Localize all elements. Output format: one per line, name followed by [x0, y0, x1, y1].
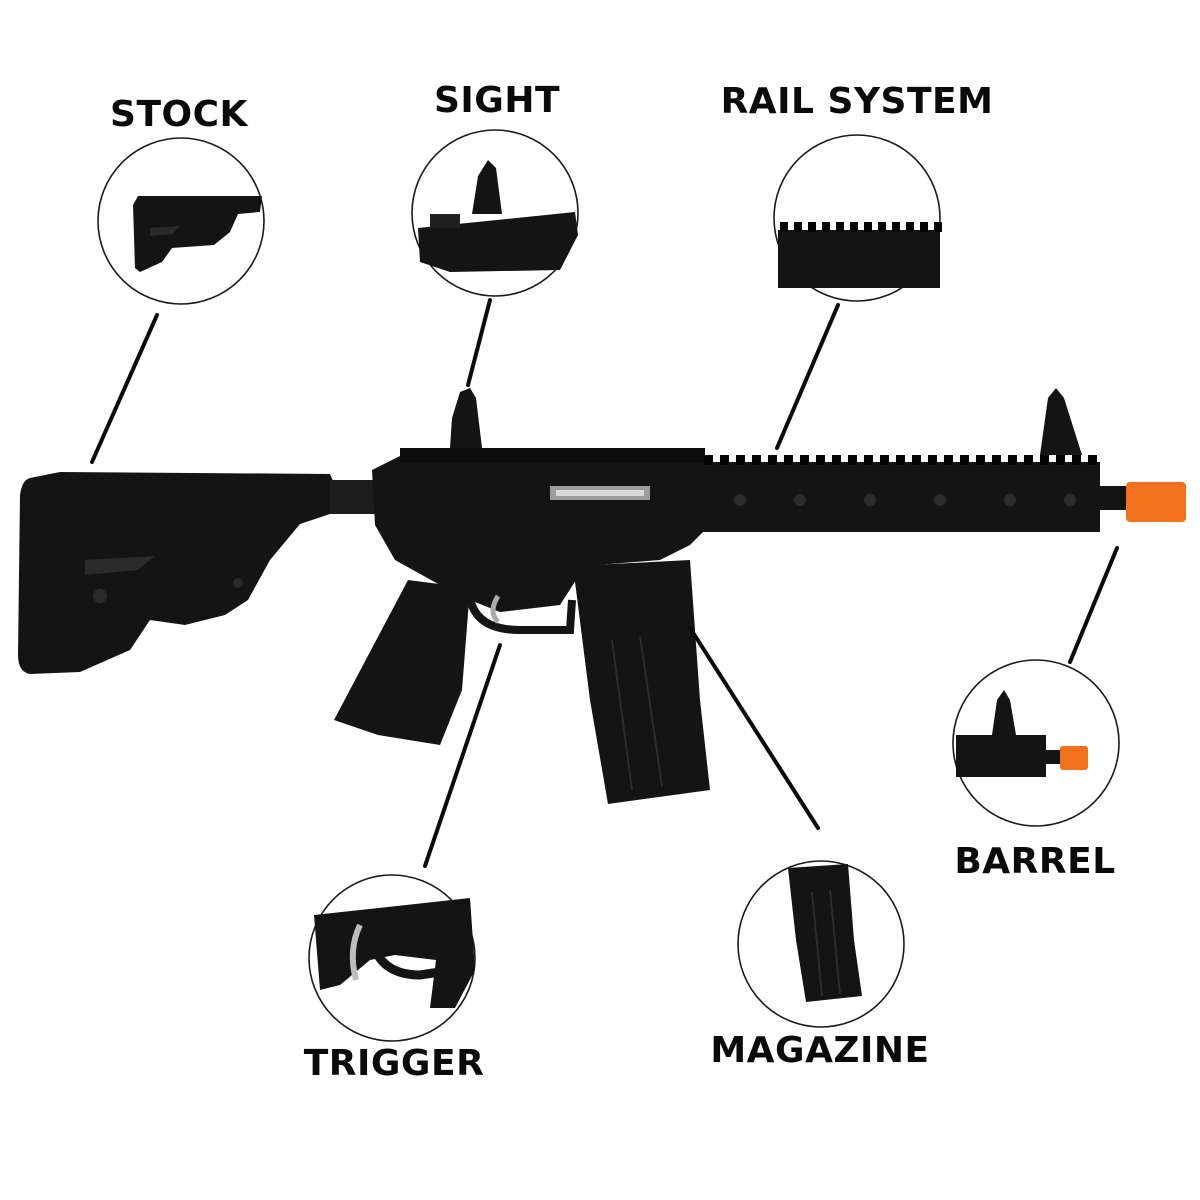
pistol-grip	[334, 580, 470, 745]
rail-callout-tooth	[850, 222, 858, 232]
rail-tooth	[752, 455, 761, 465]
front-sight	[1040, 388, 1082, 455]
rifle-barrel	[1100, 486, 1130, 510]
rail-tooth	[864, 455, 873, 465]
rail-bolt	[794, 494, 806, 506]
rail-callout-tooth	[934, 222, 942, 232]
rail-tooth	[720, 455, 729, 465]
barrel-detail-callout	[952, 659, 1120, 827]
rail-tooth	[1008, 455, 1017, 465]
leader-rail-system	[775, 303, 840, 450]
rail-tooth	[1024, 455, 1033, 465]
rail-callout-tooth	[864, 222, 872, 232]
rail-tooth	[800, 455, 809, 465]
rail-tooth	[1056, 455, 1065, 465]
magazine-detail-callout	[737, 860, 905, 1028]
rail-tooth	[928, 455, 937, 465]
rail-bolts	[734, 494, 1076, 506]
label-trigger: TRIGGER	[303, 1043, 485, 1084]
rail-callout-tooth	[794, 222, 802, 232]
rail-teeth	[704, 455, 1097, 465]
rail-tooth	[1040, 455, 1049, 465]
trigger-guard	[466, 597, 576, 634]
rail-bolt	[734, 494, 746, 506]
rail-tooth	[992, 455, 1001, 465]
rail-callout-tooth	[808, 222, 816, 232]
rail-tooth	[704, 455, 713, 465]
stock-detail-callout	[97, 137, 265, 305]
leader-trigger	[423, 643, 502, 868]
rail-tooth	[976, 455, 985, 465]
trigger-detail-callout	[308, 874, 476, 1042]
rail-callout-tooth	[836, 222, 844, 232]
rail-bolt	[1004, 494, 1016, 506]
rail-tooth	[736, 455, 745, 465]
rail-tooth	[784, 455, 793, 465]
rail-tooth	[880, 455, 889, 465]
leader-magazine	[688, 626, 820, 830]
rifle-illustration	[18, 388, 1186, 804]
rail-tooth	[832, 455, 841, 465]
trigger	[490, 594, 501, 624]
rail-system-detail-callout	[773, 134, 942, 302]
leader-barrel	[1068, 546, 1119, 664]
rail-bolt	[864, 494, 876, 506]
rail-tooth	[912, 455, 921, 465]
rail-tooth	[1072, 455, 1081, 465]
rail-tooth	[960, 455, 969, 465]
rail-tooth	[896, 455, 905, 465]
rear-sight	[450, 388, 482, 448]
muzzle-tip	[1126, 482, 1186, 522]
buffer-tube	[330, 480, 380, 514]
receiver-top-rail	[400, 448, 705, 462]
rail-tooth	[816, 455, 825, 465]
rail-tooth	[768, 455, 777, 465]
handguard-rail	[700, 462, 1100, 532]
rail-callout-tooth	[892, 222, 900, 232]
label-rail-system: RAIL SYSTEM	[720, 81, 994, 122]
rail-callout-tooth	[906, 222, 914, 232]
leader-stock	[90, 313, 159, 464]
rail-callout-tooth	[780, 222, 788, 232]
label-stock: STOCK	[110, 94, 248, 135]
rifle-stock	[18, 472, 338, 674]
rail-tooth	[1088, 455, 1097, 465]
label-barrel: BARREL	[954, 841, 1116, 882]
rail-tooth	[944, 455, 953, 465]
leader-sight	[466, 298, 492, 387]
rail-bolt	[1064, 494, 1076, 506]
rail-tooth	[848, 455, 857, 465]
rail-callout-tooth	[878, 222, 886, 232]
label-sight: SIGHT	[433, 80, 561, 121]
rail-bolt	[934, 494, 946, 506]
sight-detail-callout	[411, 129, 579, 297]
rifle-magazine	[573, 560, 710, 804]
rail-callout-tooth	[822, 222, 830, 232]
rail-callout-tooth	[920, 222, 928, 232]
label-magazine: MAGAZINE	[710, 1030, 930, 1071]
